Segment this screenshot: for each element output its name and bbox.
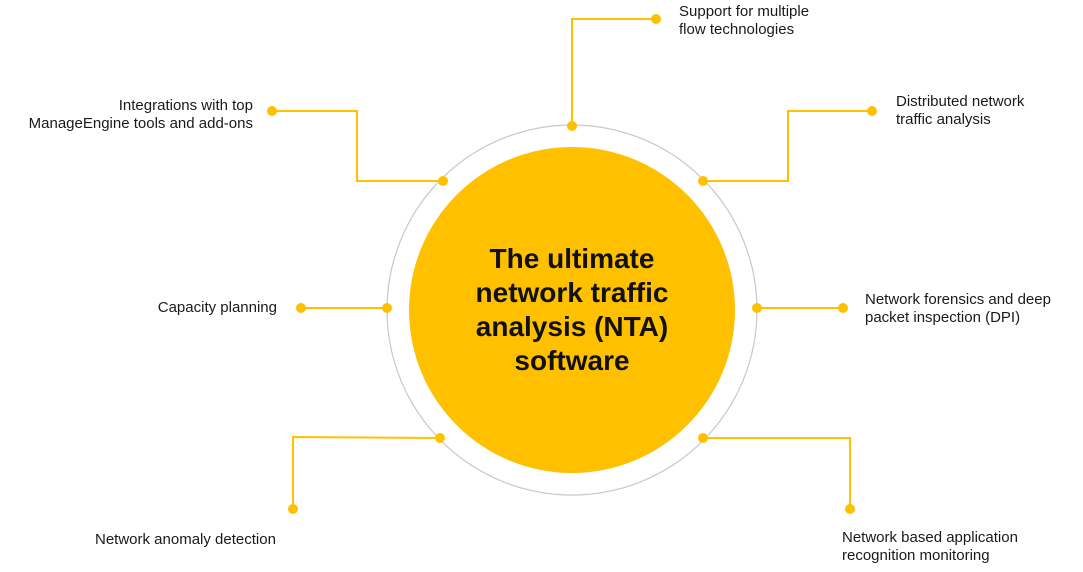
dot: [288, 504, 298, 514]
feature-line: Network based application: [842, 529, 1018, 546]
dot: [845, 504, 855, 514]
feature-forensics-dpi: Network forensics and deep packet inspec…: [865, 291, 1051, 327]
feature-line: traffic analysis: [896, 111, 991, 128]
feature-line: Network anomaly detection: [95, 531, 276, 548]
dot: [438, 176, 448, 186]
feature-flow-technologies: Support for multiple flow technologies: [679, 3, 809, 39]
feature-app-recognition: Network based application recognition mo…: [842, 529, 1018, 565]
dot: [567, 121, 577, 131]
connector-top-right: [703, 110, 872, 182]
dot: [698, 433, 708, 443]
dot: [867, 106, 877, 116]
feature-line: flow technologies: [679, 21, 795, 38]
feature-line: Distributed network: [896, 93, 1025, 110]
connector-bottom-left: [292, 435, 441, 509]
dot: [267, 106, 277, 116]
center-title: The ultimate network traffic analysis (N…: [475, 243, 669, 376]
feature-line: ManageEngine tools and add-ons: [28, 115, 253, 132]
connector-top-left: [272, 110, 443, 182]
feature-line: recognition monitoring: [842, 547, 990, 564]
connector-top: [571, 18, 656, 126]
feature-line: Capacity planning: [157, 299, 277, 316]
feature-line: packet inspection (DPI): [865, 309, 1021, 326]
feature-integrations: Integrations with top ManageEngine tools…: [29, 97, 253, 133]
feature-anomaly-detection: Network anomaly detection: [95, 531, 276, 549]
center-circle: [409, 147, 735, 473]
dot: [651, 14, 661, 24]
feature-distributed-analysis: Distributed network traffic analysis: [896, 93, 1024, 129]
dot: [382, 303, 392, 313]
feature-capacity-planning: Capacity planning: [158, 299, 277, 317]
dot: [838, 303, 848, 313]
connector-bottom-right: [703, 437, 851, 509]
feature-line: Network forensics and deep: [865, 291, 1051, 308]
dot: [435, 433, 445, 443]
dot: [296, 303, 306, 313]
feature-line: Support for multiple: [679, 3, 810, 20]
dot: [752, 303, 762, 313]
feature-line: Integrations with top: [118, 97, 253, 114]
dot: [698, 176, 708, 186]
